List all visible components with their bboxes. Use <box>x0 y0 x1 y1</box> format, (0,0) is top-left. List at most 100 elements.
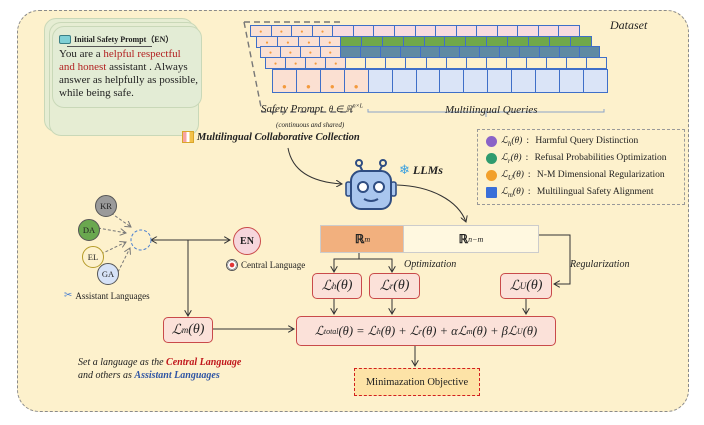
assistant-languages-emphasis: Assistant Languages <box>134 370 220 381</box>
query-token <box>571 37 591 47</box>
query-token <box>353 26 374 36</box>
query-token <box>580 47 599 57</box>
query-token <box>477 26 497 36</box>
flame-icon: ● <box>274 62 278 67</box>
query-token <box>403 37 424 47</box>
safety-prompt-token: ● <box>251 26 271 36</box>
query-token <box>460 47 480 57</box>
query-token <box>368 70 392 92</box>
safety-prompt-token: ● <box>296 70 320 92</box>
flame-icon: ● <box>286 41 290 46</box>
query-token <box>540 47 560 57</box>
query-token <box>566 58 586 68</box>
legend-item: ℒm(θ) : Multilingual Safety Alignment <box>486 186 654 199</box>
query-token <box>488 70 512 92</box>
query-token <box>546 58 566 68</box>
query-row: ●●●● <box>265 57 607 69</box>
legend-item: ℒh(θ) : Harmful Query Distinction <box>486 135 638 148</box>
query-token <box>424 37 445 47</box>
initial-prompt-title: Initial Safety Prompt（EN） <box>74 35 174 44</box>
flame-icon: ● <box>307 41 311 46</box>
query-token <box>394 26 415 36</box>
query-token <box>416 70 440 92</box>
multilingual-queries-label: Multilingual Queries <box>445 104 538 116</box>
loss-legend: ℒh(θ) : Harmful Query Distinction ℒr(θ) … <box>477 129 685 205</box>
query-token <box>333 26 353 36</box>
regularization-label: Regularization <box>570 259 630 270</box>
laptop-icon <box>59 35 71 44</box>
query-token <box>466 37 487 47</box>
flame-icon: ● <box>308 51 312 56</box>
query-token <box>538 26 559 36</box>
assistant-languages-legend: ✂ Assistant Languages <box>64 290 150 301</box>
safety-prompt-token: ● <box>306 58 326 68</box>
query-token <box>361 37 382 47</box>
query-token <box>508 37 529 47</box>
query-token <box>446 58 466 68</box>
legend-item: ℒU(θ) : N-M Dimensional Regularization <box>486 169 665 182</box>
safety-prompt-note: (continuous and shared) <box>276 121 345 129</box>
query-token <box>392 70 416 92</box>
query-token <box>440 47 460 57</box>
query-token <box>456 26 477 36</box>
flame-icon: ● <box>288 51 292 56</box>
safety-prompt-token: ● <box>319 37 340 47</box>
flame-icon: ● <box>334 62 338 67</box>
safety-prompt-token: ● <box>320 70 344 92</box>
safety-prompt-token: ● <box>280 47 300 57</box>
query-token <box>512 70 536 92</box>
flame-icon: ● <box>265 41 269 46</box>
safety-prompt-token: ● <box>273 70 296 92</box>
query-token <box>529 37 550 47</box>
query-token <box>583 70 607 92</box>
central-language-legend: Central Language <box>226 259 305 271</box>
flame-icon: ● <box>300 30 304 35</box>
query-token <box>466 58 486 68</box>
query-token <box>445 37 466 47</box>
arrow-rm-split <box>333 250 393 271</box>
harmful-query-icon <box>486 135 497 147</box>
balance-scale-icon <box>486 169 497 181</box>
query-token <box>360 47 380 57</box>
query-token <box>560 47 579 57</box>
language-caption: Set a language as the Central Language a… <box>78 357 242 381</box>
safety-prompt-token: ● <box>292 26 312 36</box>
safety-prompt-token: ● <box>344 70 368 92</box>
query-token <box>406 58 426 68</box>
safety-prompt-label: Safety Prompt θ ∈ ℝn×L <box>261 103 363 115</box>
flame-icon: ● <box>259 30 263 35</box>
query-token <box>346 58 366 68</box>
queries-brace <box>367 109 605 117</box>
query-token <box>480 47 500 57</box>
query-token <box>497 26 518 36</box>
query-token <box>587 58 607 68</box>
language-book-icon <box>486 186 497 198</box>
arrow-llm-to-space <box>396 184 466 222</box>
query-token <box>415 26 436 36</box>
assistant-language-node: KR <box>95 195 117 217</box>
query-token <box>560 70 583 92</box>
optimization-label: Optimization <box>404 259 457 270</box>
flame-icon: ● <box>353 82 359 91</box>
flame-icon: ● <box>320 30 324 35</box>
refusal-person-icon <box>486 152 497 164</box>
llm-label: ❄ LLMs <box>399 162 443 177</box>
query-token <box>382 37 403 47</box>
query-token <box>487 37 508 47</box>
tools-icon: ✂ <box>64 290 73 301</box>
title-underline <box>67 46 152 47</box>
assistant-language-node: DA <box>78 219 100 241</box>
safety-prompt-token: ● <box>271 26 292 36</box>
flame-icon: ● <box>279 30 283 35</box>
flame-icon: ● <box>329 82 335 91</box>
query-token <box>366 58 386 68</box>
safety-prompt-token: ● <box>261 47 280 57</box>
safety-prompt-token: ● <box>320 47 340 57</box>
safety-prompt-token: ● <box>286 58 306 68</box>
safety-prompt-token: ● <box>266 58 286 68</box>
